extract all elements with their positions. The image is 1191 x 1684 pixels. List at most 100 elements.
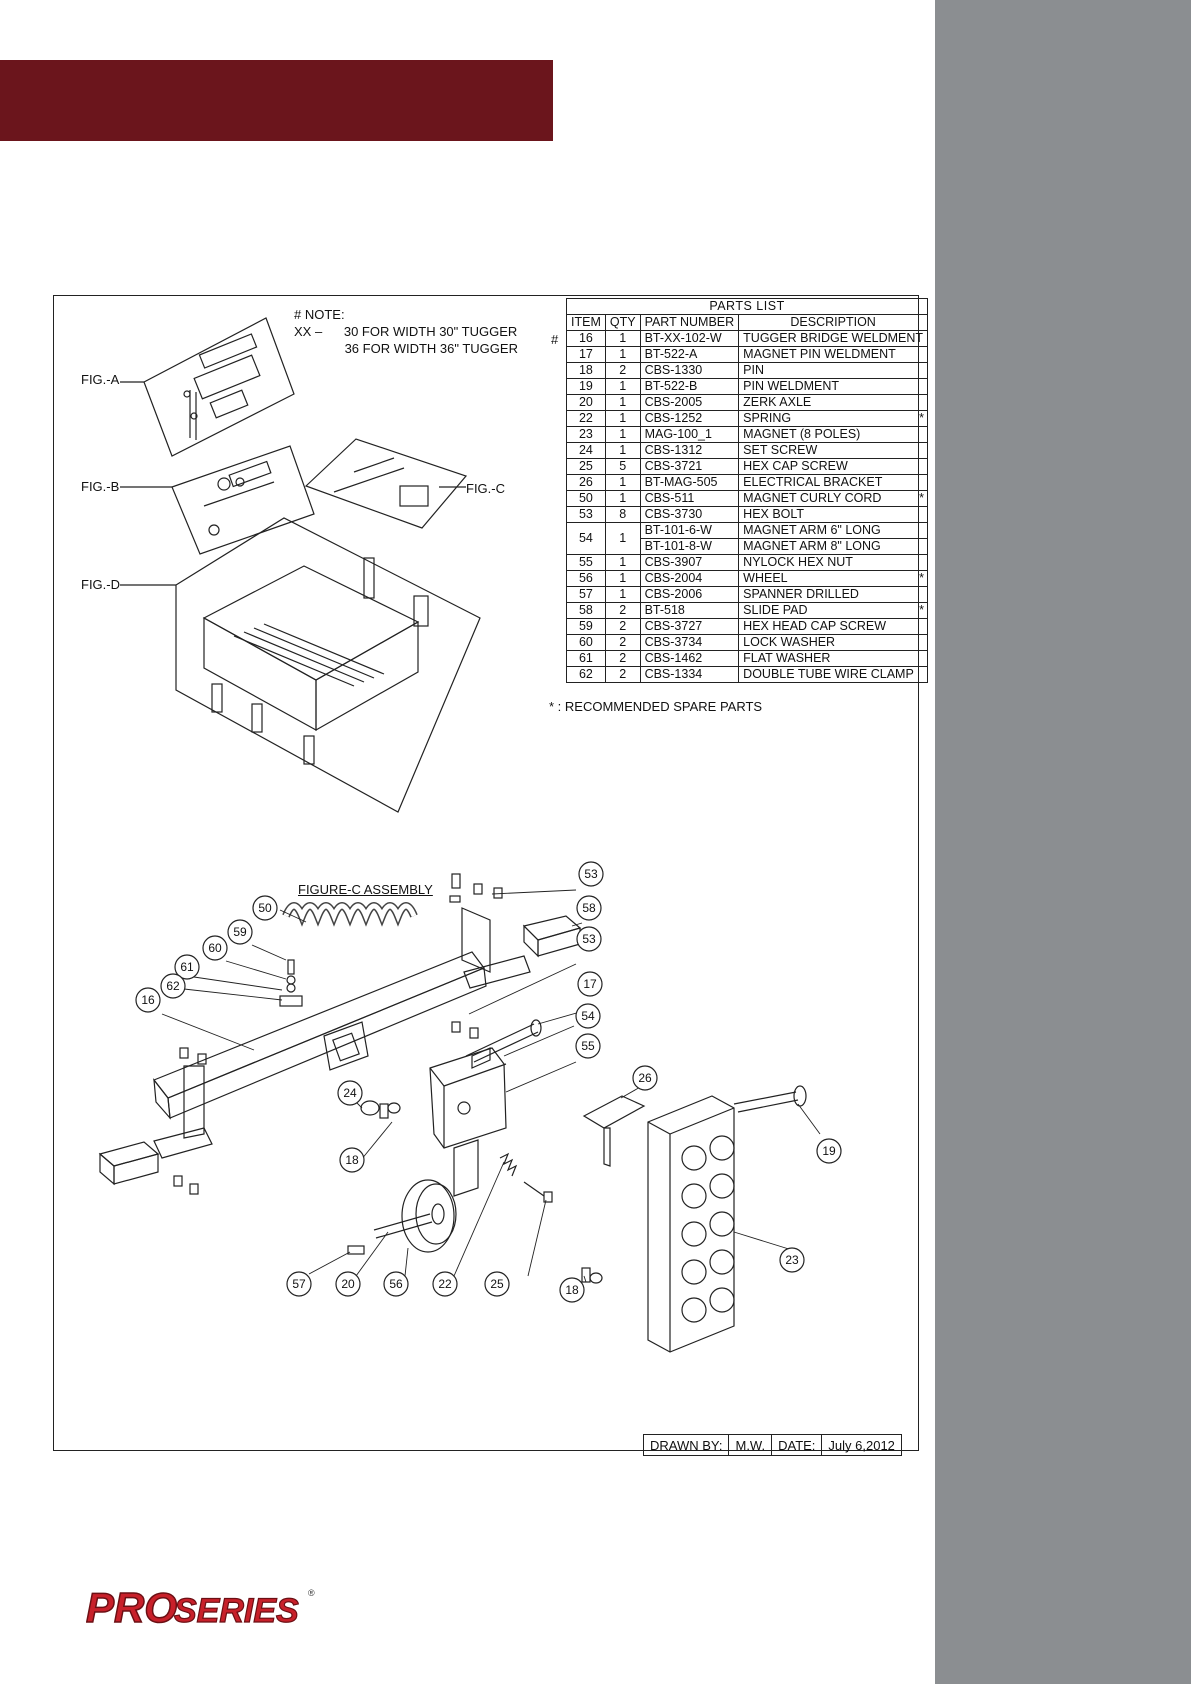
callout-label: 60 [208, 941, 222, 955]
fig-d-label: FIG.-D [81, 577, 120, 592]
callout-label: 59 [233, 925, 247, 939]
note-line-1: XX – 30 FOR WIDTH 30" TUGGER [294, 324, 518, 339]
part-number: CBS-2005 [639, 394, 740, 411]
parts-list-table: PARTS LIST ITEM QTY PART NUMBER DESCRIPT… [565, 298, 929, 683]
callout-20: 20 [335, 1271, 361, 1297]
callout-label: 20 [341, 1277, 355, 1291]
callout-label: 24 [343, 1086, 357, 1100]
figure-c-assembly-view [98, 873, 807, 1353]
part-description-text: SLIDE PAD [743, 603, 808, 617]
callout-57: 57 [286, 1271, 312, 1297]
callout-55: 55 [575, 1033, 601, 1059]
hash-mark: # [551, 332, 559, 347]
callout-label: 53 [584, 867, 598, 881]
part-description-text: SET SCREW [743, 443, 818, 457]
technical-drawing-sheet: # NOTE: XX – 30 FOR WIDTH 30" TUGGER 36 … [53, 295, 929, 1456]
part-description-text: WHEEL [743, 571, 788, 585]
part-description-text: MAGNET PIN WELDMENT [743, 347, 896, 361]
part-description: LOCK WASHER [738, 634, 929, 651]
part-description-text: HEX CAP SCREW [743, 459, 848, 473]
part-number: CBS-3734 [639, 634, 740, 651]
callout-62: 62 [160, 973, 186, 999]
part-item: 55 [566, 554, 606, 571]
spare-part-star: * [919, 603, 925, 617]
part-description: TUGGER BRIDGE WELDMENT [738, 330, 929, 347]
part-item: 24 [566, 442, 606, 459]
part-item: 17 [566, 346, 606, 363]
callout-label: 17 [583, 977, 597, 991]
part-description-text: ZERK AXLE [743, 395, 812, 409]
logo-pro: PRO [86, 1584, 177, 1630]
note-title: # NOTE: [294, 307, 345, 322]
callout-18: 18 [339, 1147, 365, 1173]
part-description-text: MAGNET ARM 6" LONG [743, 523, 881, 537]
callout-label: 54 [581, 1009, 595, 1023]
part-description-text: PIN [743, 363, 765, 377]
date-label: DATE: [771, 1434, 823, 1456]
callout-label: 55 [581, 1039, 595, 1053]
callout-label: 58 [582, 901, 596, 915]
part-item: 20 [566, 394, 606, 411]
part-description: ELECTRICAL BRACKET [738, 474, 929, 491]
part-description-text: HEX HEAD CAP SCREW [743, 619, 887, 633]
part-number: BT-522-B [639, 378, 740, 395]
callout-label: 19 [822, 1144, 836, 1158]
callout-22: 22 [432, 1271, 458, 1297]
logo-registered-mark: ® [308, 1588, 315, 1598]
header-band [0, 60, 553, 141]
part-description: MAGNET PIN WELDMENT [738, 346, 929, 363]
part-description-text: MAGNET CURLY CORD [743, 491, 882, 505]
callout-60: 60 [202, 935, 228, 961]
part-item: 54 [566, 522, 606, 555]
part-description-text: LOCK WASHER [743, 635, 836, 649]
callout-label: 56 [389, 1277, 403, 1291]
spare-part-star: * [919, 491, 925, 505]
callout-label: 18 [565, 1283, 579, 1297]
part-description-text: MAGNET (8 POLES) [743, 427, 861, 441]
pro-series-logo: PRO SERIES ® [86, 1583, 315, 1630]
part-item: 60 [566, 634, 606, 651]
fig-d-view [120, 517, 481, 813]
parts-list-header-row: ITEM QTY PART NUMBER DESCRIPTION [566, 314, 929, 331]
part-description-text: SPRING [743, 411, 792, 425]
date-value: July 6,2012 [821, 1434, 902, 1456]
callout-label: 23 [785, 1253, 799, 1267]
callout-label: 26 [638, 1071, 652, 1085]
figure-c-assembly-title: FIGURE-C ASSEMBLY [298, 882, 433, 897]
callout-label: 57 [292, 1277, 306, 1291]
logo-series: SERIES [174, 1592, 299, 1630]
callout-label: 25 [490, 1277, 504, 1291]
header-part-number: PART NUMBER [639, 314, 740, 331]
callout-50: 50 [252, 895, 278, 921]
fig-b-label: FIG.-B [81, 479, 120, 494]
part-number: CBS-3721 [639, 458, 740, 475]
callout-17: 17 [577, 971, 603, 997]
part-description-text: NYLOCK HEX NUT [743, 555, 853, 569]
callout-25: 25 [484, 1271, 510, 1297]
part-description: MAGNET ARM 6" LONG [738, 522, 929, 539]
fig-b-view [120, 445, 315, 555]
part-number: MAG-100_1 [639, 426, 740, 443]
callout-61: 61 [174, 954, 200, 980]
part-item: 56 [566, 570, 606, 587]
part-number: CBS-1334 [639, 666, 740, 683]
part-item: 18 [566, 362, 606, 379]
part-description-text: FLAT WASHER [743, 651, 831, 665]
part-description-text: TUGGER BRIDGE WELDMENT [743, 331, 924, 345]
spare-part-star: * [919, 571, 925, 585]
part-number: BT-101-6-W [639, 522, 740, 539]
callout-label: 18 [345, 1153, 359, 1167]
part-description-text: PIN WELDMENT [743, 379, 840, 393]
callout-label: 16 [141, 993, 155, 1007]
